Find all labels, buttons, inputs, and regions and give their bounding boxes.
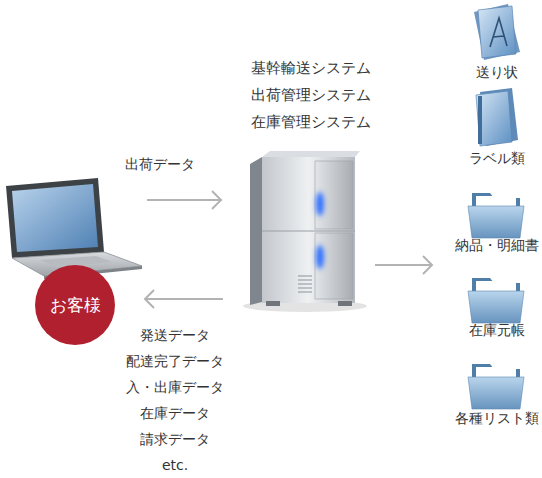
server-side <box>250 157 262 305</box>
label-spine <box>478 96 482 144</box>
server-divider <box>262 231 355 232</box>
arrow-head <box>212 191 221 209</box>
output-label: 各種リスト類 <box>447 410 542 427</box>
connector-arrow <box>375 256 432 274</box>
arrow-head <box>423 256 432 274</box>
output-label: 送り状 <box>447 64 542 81</box>
item-node: 在庫元帳 <box>447 270 542 339</box>
customer-node: お客様 <box>0 178 142 346</box>
server-foot <box>266 301 280 306</box>
item-node: ラベル類 <box>447 90 542 167</box>
system-heading: 基幹輸送システム 出荷管理システム 在庫管理システム <box>251 55 381 136</box>
output-label: 在庫元帳 <box>447 322 542 339</box>
edge-label: 出荷データ <box>100 156 220 173</box>
customer-circle <box>0 178 142 346</box>
connector-line <box>145 298 223 300</box>
folder-icon <box>468 193 524 238</box>
output-label: 納品・明細書 <box>447 237 542 254</box>
arrow-head <box>145 290 154 308</box>
connector-line <box>147 199 221 201</box>
server-foot <box>338 301 352 306</box>
server-light <box>316 245 324 269</box>
label-icon <box>476 88 518 146</box>
server-door <box>315 233 353 299</box>
folder-icon <box>468 278 524 323</box>
folder-icon <box>468 364 524 409</box>
customer-label: お客様 <box>35 265 115 345</box>
paper-front <box>478 6 516 58</box>
laptop-screen <box>12 184 98 252</box>
server-top <box>262 151 360 157</box>
label-sheet <box>476 91 512 146</box>
laptop-bezel <box>6 178 104 258</box>
connector-line <box>375 264 432 266</box>
paper-back <box>474 4 520 60</box>
item-node: 各種リスト類 <box>447 355 542 427</box>
document-icon <box>474 4 520 60</box>
circle-shape <box>35 265 115 345</box>
connector-arrow <box>145 290 223 308</box>
letter-glyph <box>490 18 507 47</box>
server-vent <box>298 276 312 292</box>
item-node: 納品・明細書 <box>447 185 542 254</box>
connector-arrow <box>147 191 221 209</box>
server-body <box>262 157 355 303</box>
output-label: ラベル類 <box>447 150 542 167</box>
server-illustration <box>243 151 367 312</box>
laptop-illustration <box>6 178 142 279</box>
server-door <box>315 161 353 229</box>
item-node: 送り状 <box>447 5 542 81</box>
edge-label: 発送データ 配達完了データ 入・出庫データ 在庫データ 請求データ etc. <box>115 322 235 478</box>
server-node: 基幹輸送システム 出荷管理システム 在庫管理システム <box>245 155 360 305</box>
server-light <box>316 192 324 216</box>
